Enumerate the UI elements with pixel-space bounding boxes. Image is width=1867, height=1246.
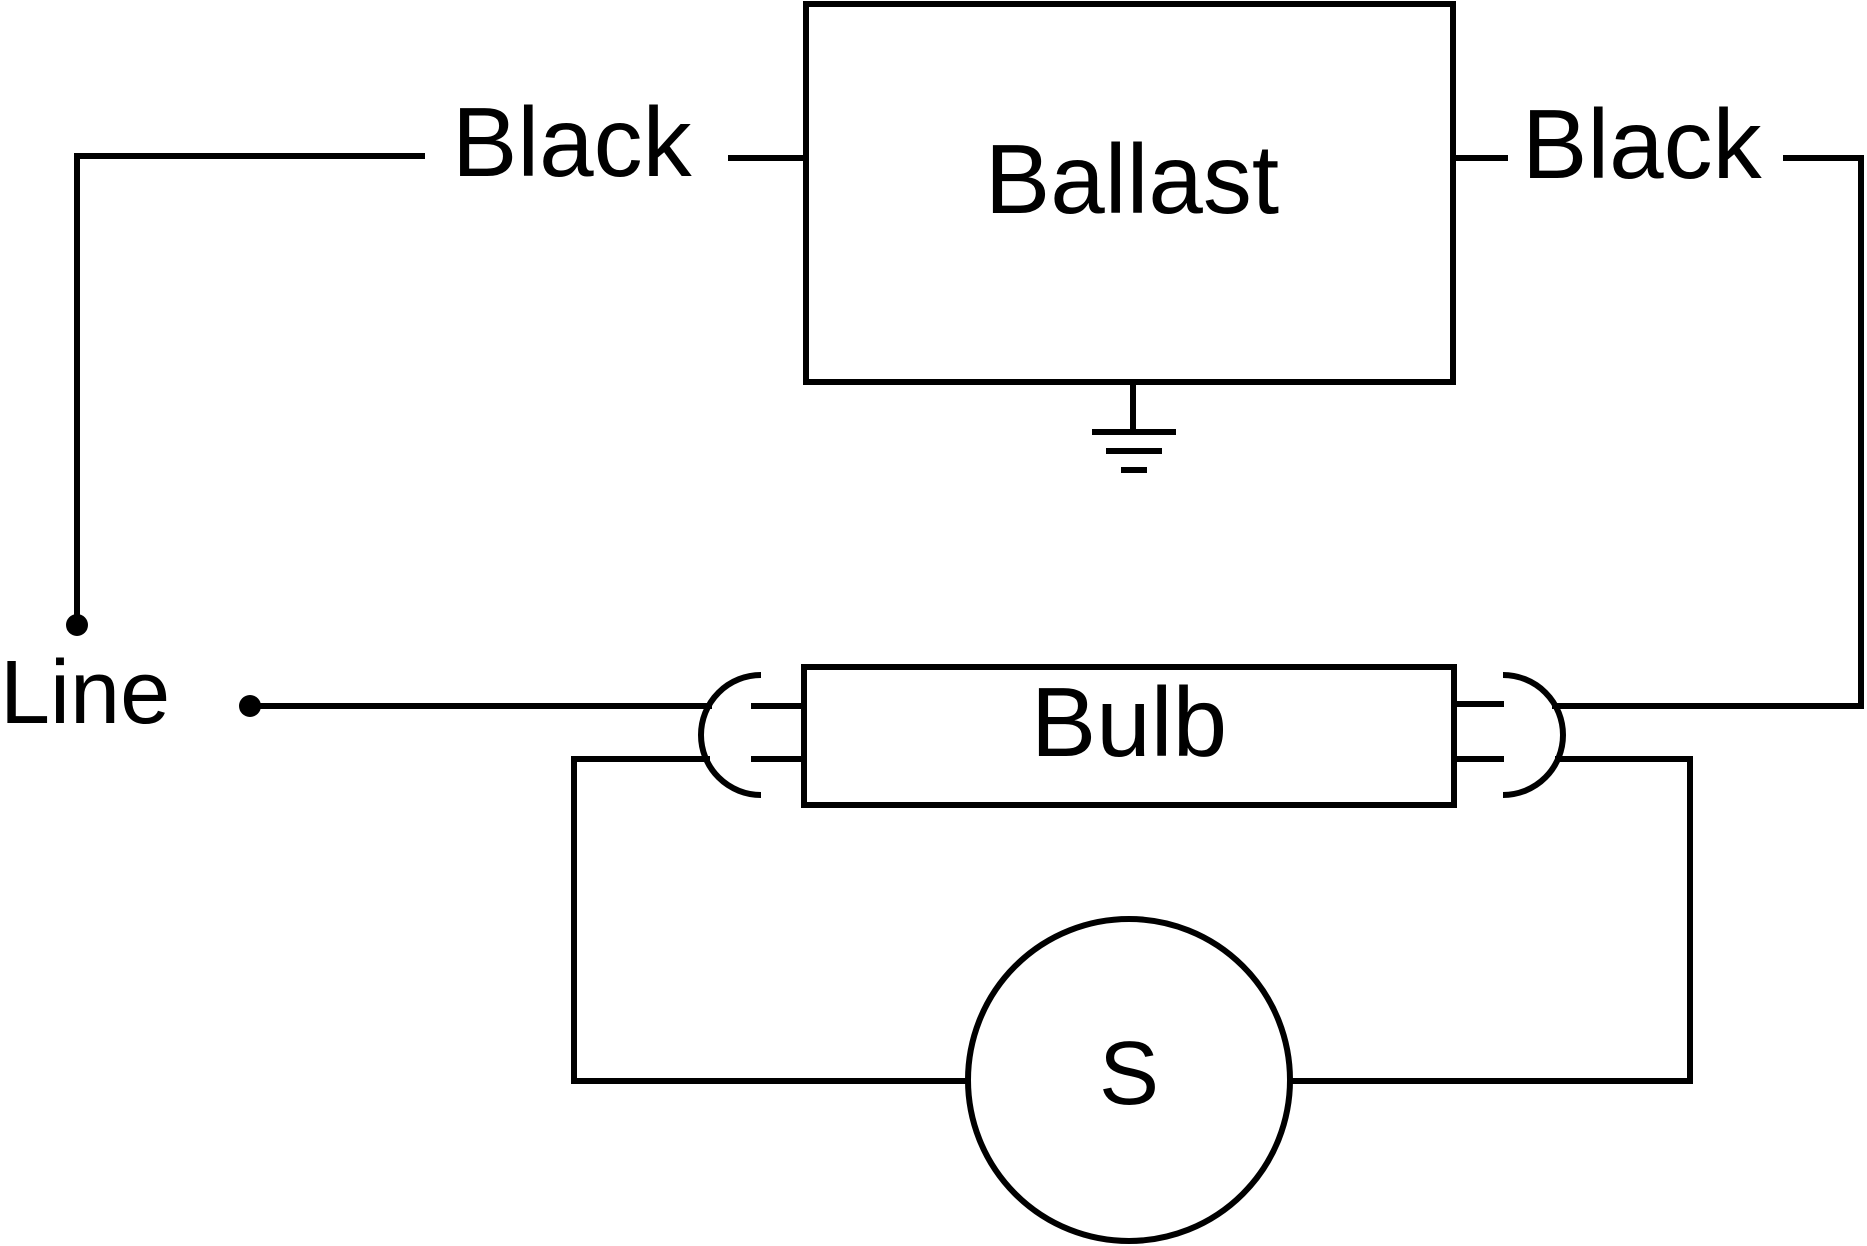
left-black-label: Black (452, 87, 693, 197)
starter-wires (571, 756, 1693, 1084)
bulb-left-cap (698, 672, 804, 798)
ballast-label: Ballast (985, 124, 1279, 234)
right-black-label: Black (1522, 89, 1763, 199)
bulb-label: Bulb (1031, 667, 1227, 777)
ground-icon (1092, 382, 1176, 473)
bulb-right-cap (1454, 672, 1566, 798)
starter-circle (965, 916, 1293, 1244)
ballast-box (803, 1, 1456, 385)
terminal-upper (66, 614, 88, 636)
bulb-tube (801, 664, 1457, 808)
starter-label: S (1099, 1024, 1159, 1124)
left-black-wire (74, 153, 806, 622)
line-label: Line (0, 643, 170, 743)
right-black-wire (1453, 155, 1864, 709)
